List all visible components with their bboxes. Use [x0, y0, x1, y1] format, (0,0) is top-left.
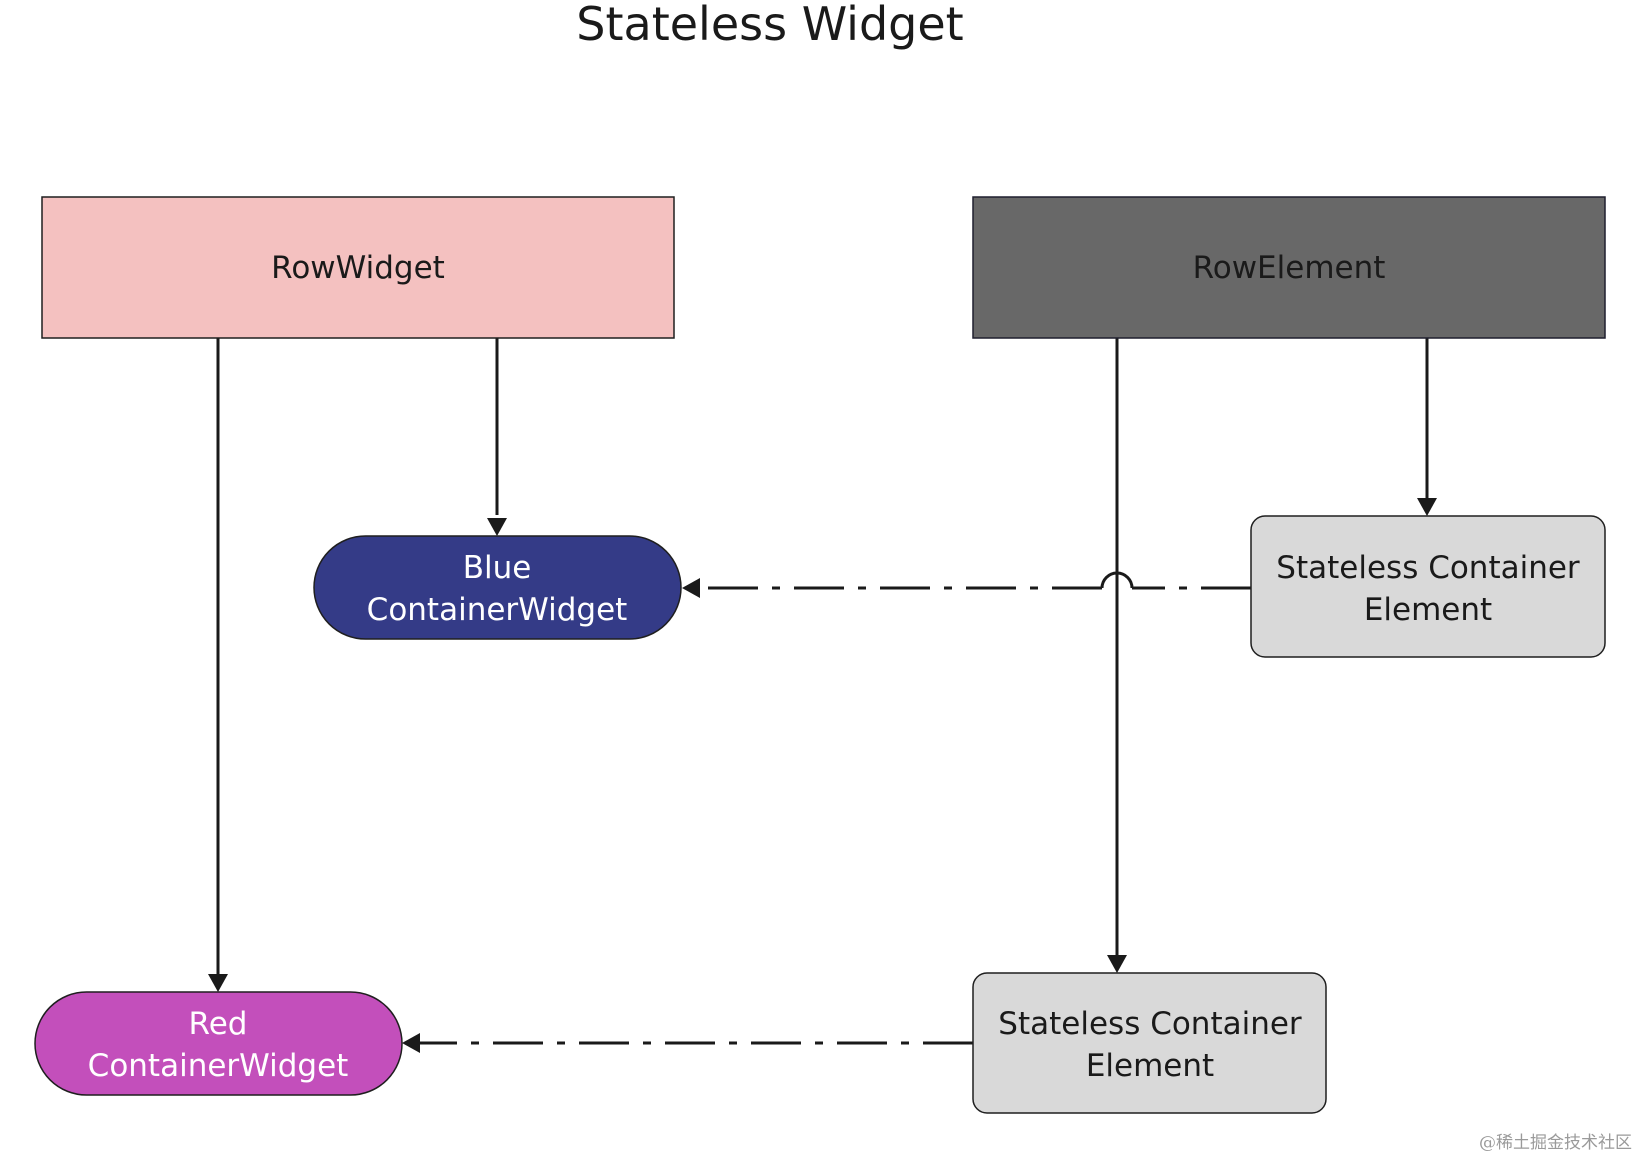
blue-widget-label-line1: Blue [463, 550, 532, 586]
stateless-element-top-node: Stateless Container Element [1250, 515, 1606, 658]
edge-hop-arc [1100, 571, 1134, 589]
blue-container-widget-node: Blue ContainerWidget [313, 535, 682, 640]
arrowhead-top-element [1417, 498, 1437, 516]
blue-widget-label-line2: ContainerWidget [367, 592, 628, 628]
watermark: @稀土掘金技术社区 [1479, 1133, 1632, 1153]
red-widget-label-line1: Red [189, 1006, 248, 1042]
stateless-element-top-line1: Stateless Container [1276, 550, 1580, 586]
row-element-label: RowElement [1193, 250, 1386, 286]
arrowhead-dashed-red [402, 1033, 420, 1053]
arrowhead-blue [487, 518, 507, 536]
red-container-widget-node: Red ContainerWidget [34, 991, 403, 1096]
arrowhead-red [208, 974, 228, 992]
row-element-node: RowElement [972, 196, 1606, 339]
red-widget-label-line2: ContainerWidget [88, 1048, 349, 1084]
stateless-element-top-line2: Element [1364, 592, 1492, 628]
diagram-title: Stateless Widget [576, 0, 963, 51]
stateless-element-bottom-line1: Stateless Container [998, 1006, 1302, 1042]
row-widget-label: RowWidget [271, 250, 445, 286]
stateless-element-bottom-node: Stateless Container Element [972, 972, 1327, 1114]
arrowhead-bottom-element [1107, 955, 1127, 973]
arrowhead-dashed-blue [682, 578, 700, 598]
stateless-element-bottom-line2: Element [1086, 1048, 1214, 1084]
row-widget-node: RowWidget [41, 196, 675, 339]
